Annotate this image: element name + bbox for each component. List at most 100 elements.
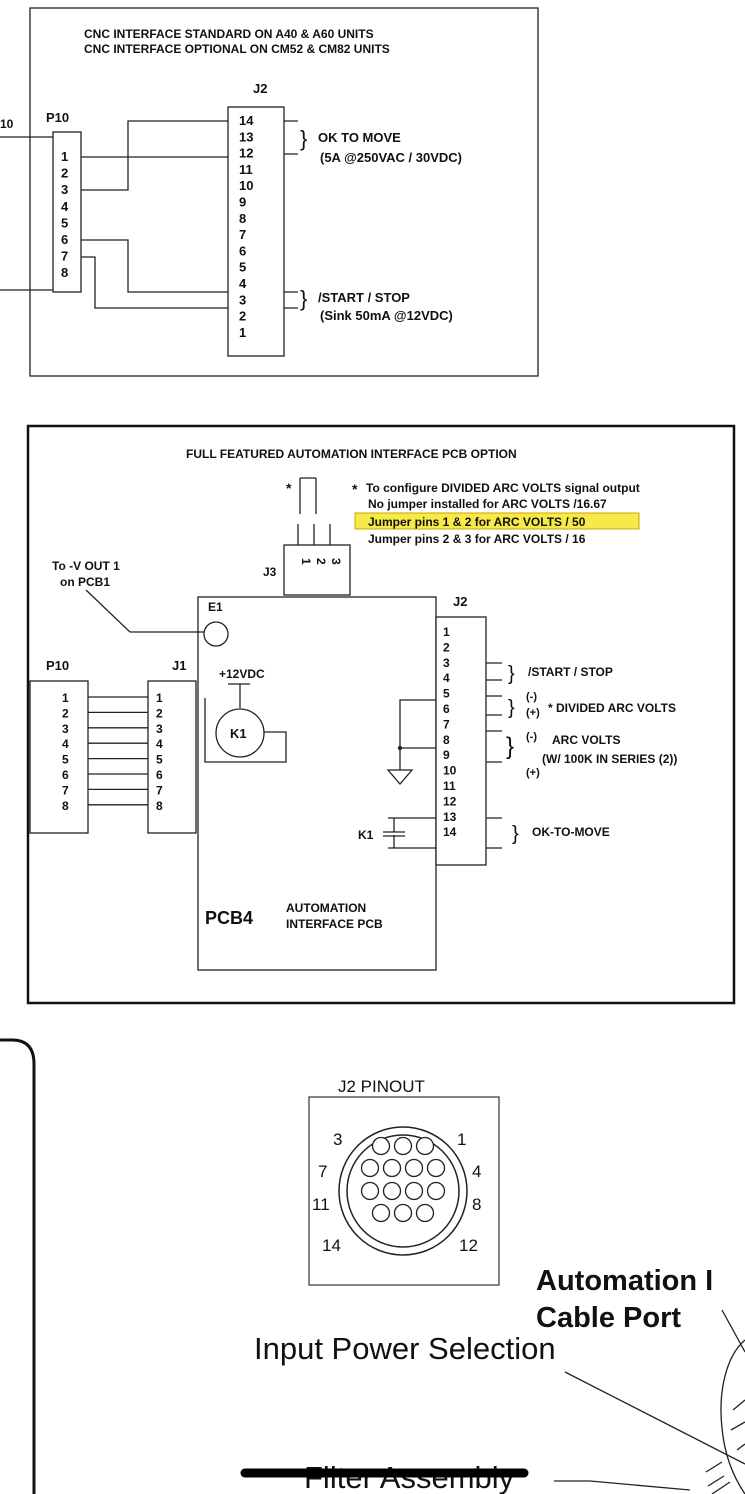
j3-connector — [283, 544, 351, 596]
note-line4: Jumper pins 2 & 3 for ARC VOLTS / 16 — [368, 532, 586, 546]
pcb4-label: PCB4 — [205, 908, 253, 928]
wire-to-e1 — [85, 589, 204, 633]
j3-pin-1: 1 — [299, 558, 313, 565]
pin-hole — [415, 1136, 435, 1156]
j1-pin-label: 2 — [156, 706, 163, 720]
cnc-interface-panel: CNC INTERFACE STANDARD ON A40 & A60 UNIT… — [0, 7, 539, 377]
panel-frame — [26, 424, 736, 1005]
j2-pin-label: 6 — [239, 243, 246, 258]
ground-node — [397, 745, 403, 751]
automation-interface-panel: FULL FEATURED AUTOMATION INTERFACE PCB O… — [26, 424, 736, 1005]
pin-hole — [371, 1136, 391, 1156]
j2-connector — [227, 106, 285, 357]
p10-pin-label: 6 — [62, 768, 69, 782]
divided-plus: (+) — [526, 707, 540, 719]
j2-pin-label: 7 — [239, 227, 246, 242]
j2-pin-label: 3 — [443, 656, 450, 670]
j3-pin-3: 3 — [329, 558, 343, 565]
pin-label-7: 7 — [318, 1162, 327, 1181]
pcb4-board — [197, 596, 437, 971]
j2-pin-label: 13 — [443, 810, 457, 824]
j2-pin-label: 8 — [443, 733, 450, 747]
p10-pin-label: 4 — [62, 737, 69, 751]
panel-frame — [29, 7, 539, 377]
p10-label: P10 — [46, 110, 69, 125]
brace-ok-to-move: } — [300, 126, 307, 151]
j2-pin-label: 4 — [443, 671, 450, 685]
p10-pin-label: 7 — [61, 249, 68, 264]
j2-pin-label: 6 — [443, 702, 450, 716]
arc-plus: (+) — [526, 767, 540, 779]
panel-title-line1: CNC INTERFACE STANDARD ON A40 & A60 UNIT… — [84, 27, 374, 41]
p10-label: P10 — [46, 658, 69, 673]
j2-pin-label: 2 — [443, 640, 450, 654]
pin-label-12: 12 — [459, 1236, 478, 1255]
pin-hole — [415, 1203, 435, 1223]
j2-stub-lines — [284, 120, 298, 309]
machine-outline — [720, 1339, 745, 1494]
input-power-selection-label: Input Power Selection — [254, 1331, 556, 1366]
j3-label: J3 — [263, 565, 277, 579]
pin-label-4: 4 — [472, 1162, 481, 1181]
pinout-title: J2 PINOUT — [338, 1077, 425, 1096]
brace-divided-arc: } — [508, 697, 515, 719]
wire-p10-3-to-j2-14 — [81, 120, 228, 191]
pin-label-11: 11 — [312, 1195, 330, 1214]
j1-pin-label: 7 — [156, 783, 163, 797]
pin-hole — [393, 1203, 413, 1223]
edge-label: 10 — [0, 117, 14, 131]
brace-start-stop: } — [300, 286, 307, 311]
p10-pin-label: 1 — [62, 691, 69, 705]
p10-j1-wires — [88, 696, 148, 806]
pcb4-desc-line2: INTERFACE PCB — [286, 917, 383, 931]
j2-pin-label: 14 — [443, 825, 457, 839]
j2-pin-label: 9 — [239, 195, 246, 210]
pin-hole — [393, 1136, 413, 1156]
arc-volts-label: ARC VOLTS — [552, 733, 620, 747]
j2-pin-label: 14 — [239, 113, 254, 128]
p10-pin-label: 3 — [62, 722, 69, 736]
wire-p10-7-to-j2-3 — [81, 256, 228, 309]
start-stop-label: /START / STOP — [318, 290, 410, 305]
j3-pin-2: 2 — [314, 558, 328, 565]
arc-volts-note: (W/ 100K IN SERIES (2)) — [542, 752, 677, 766]
p10-connector — [52, 131, 82, 293]
note-star: * — [352, 481, 358, 497]
machine-detail-lines — [705, 1399, 745, 1494]
k1-contact-symbol — [383, 817, 436, 849]
p10-connector — [29, 680, 89, 834]
pin-hole — [404, 1181, 424, 1201]
j2-pin-label: 9 — [443, 748, 450, 762]
e1-label: E1 — [208, 600, 223, 614]
j2-pin-label: 12 — [443, 794, 457, 808]
j2-pin-label: 2 — [239, 309, 246, 324]
k1-contact-label: K1 — [358, 828, 374, 842]
p10-pin-label: 6 — [61, 232, 68, 247]
j1-pin-label: 1 — [156, 691, 163, 705]
j2-pin-label: 1 — [239, 325, 246, 340]
brace-ok-to-move: } — [512, 823, 519, 845]
pin-label-1: 1 — [457, 1130, 466, 1149]
note-highlight — [354, 512, 640, 530]
j1-pin-label: 4 — [156, 737, 163, 751]
p10-pin-label: 4 — [61, 199, 69, 214]
p10-pin-label: 2 — [61, 166, 68, 181]
automation-cable-port-line1: Automation I — [536, 1265, 713, 1297]
leader-filter — [554, 1480, 691, 1491]
pin-label-14: 14 — [322, 1236, 341, 1255]
k1-relay-coil — [215, 708, 265, 758]
j1-label: J1 — [172, 658, 186, 673]
j3-pin-posts — [297, 524, 331, 545]
pinout-frame — [308, 1096, 500, 1286]
pcb4-desc-line1: AUTOMATION — [286, 901, 366, 915]
ok-to-move-label: OK TO MOVE — [318, 130, 401, 145]
j2-pin-label: 11 — [443, 779, 456, 793]
note-line1: To configure DIVIDED ARC VOLTS signal ou… — [366, 481, 640, 495]
j2-label: J2 — [453, 594, 467, 609]
j3-star: * — [286, 480, 292, 496]
j2-label: J2 — [253, 81, 267, 96]
j2-pin-label: 11 — [239, 162, 253, 177]
